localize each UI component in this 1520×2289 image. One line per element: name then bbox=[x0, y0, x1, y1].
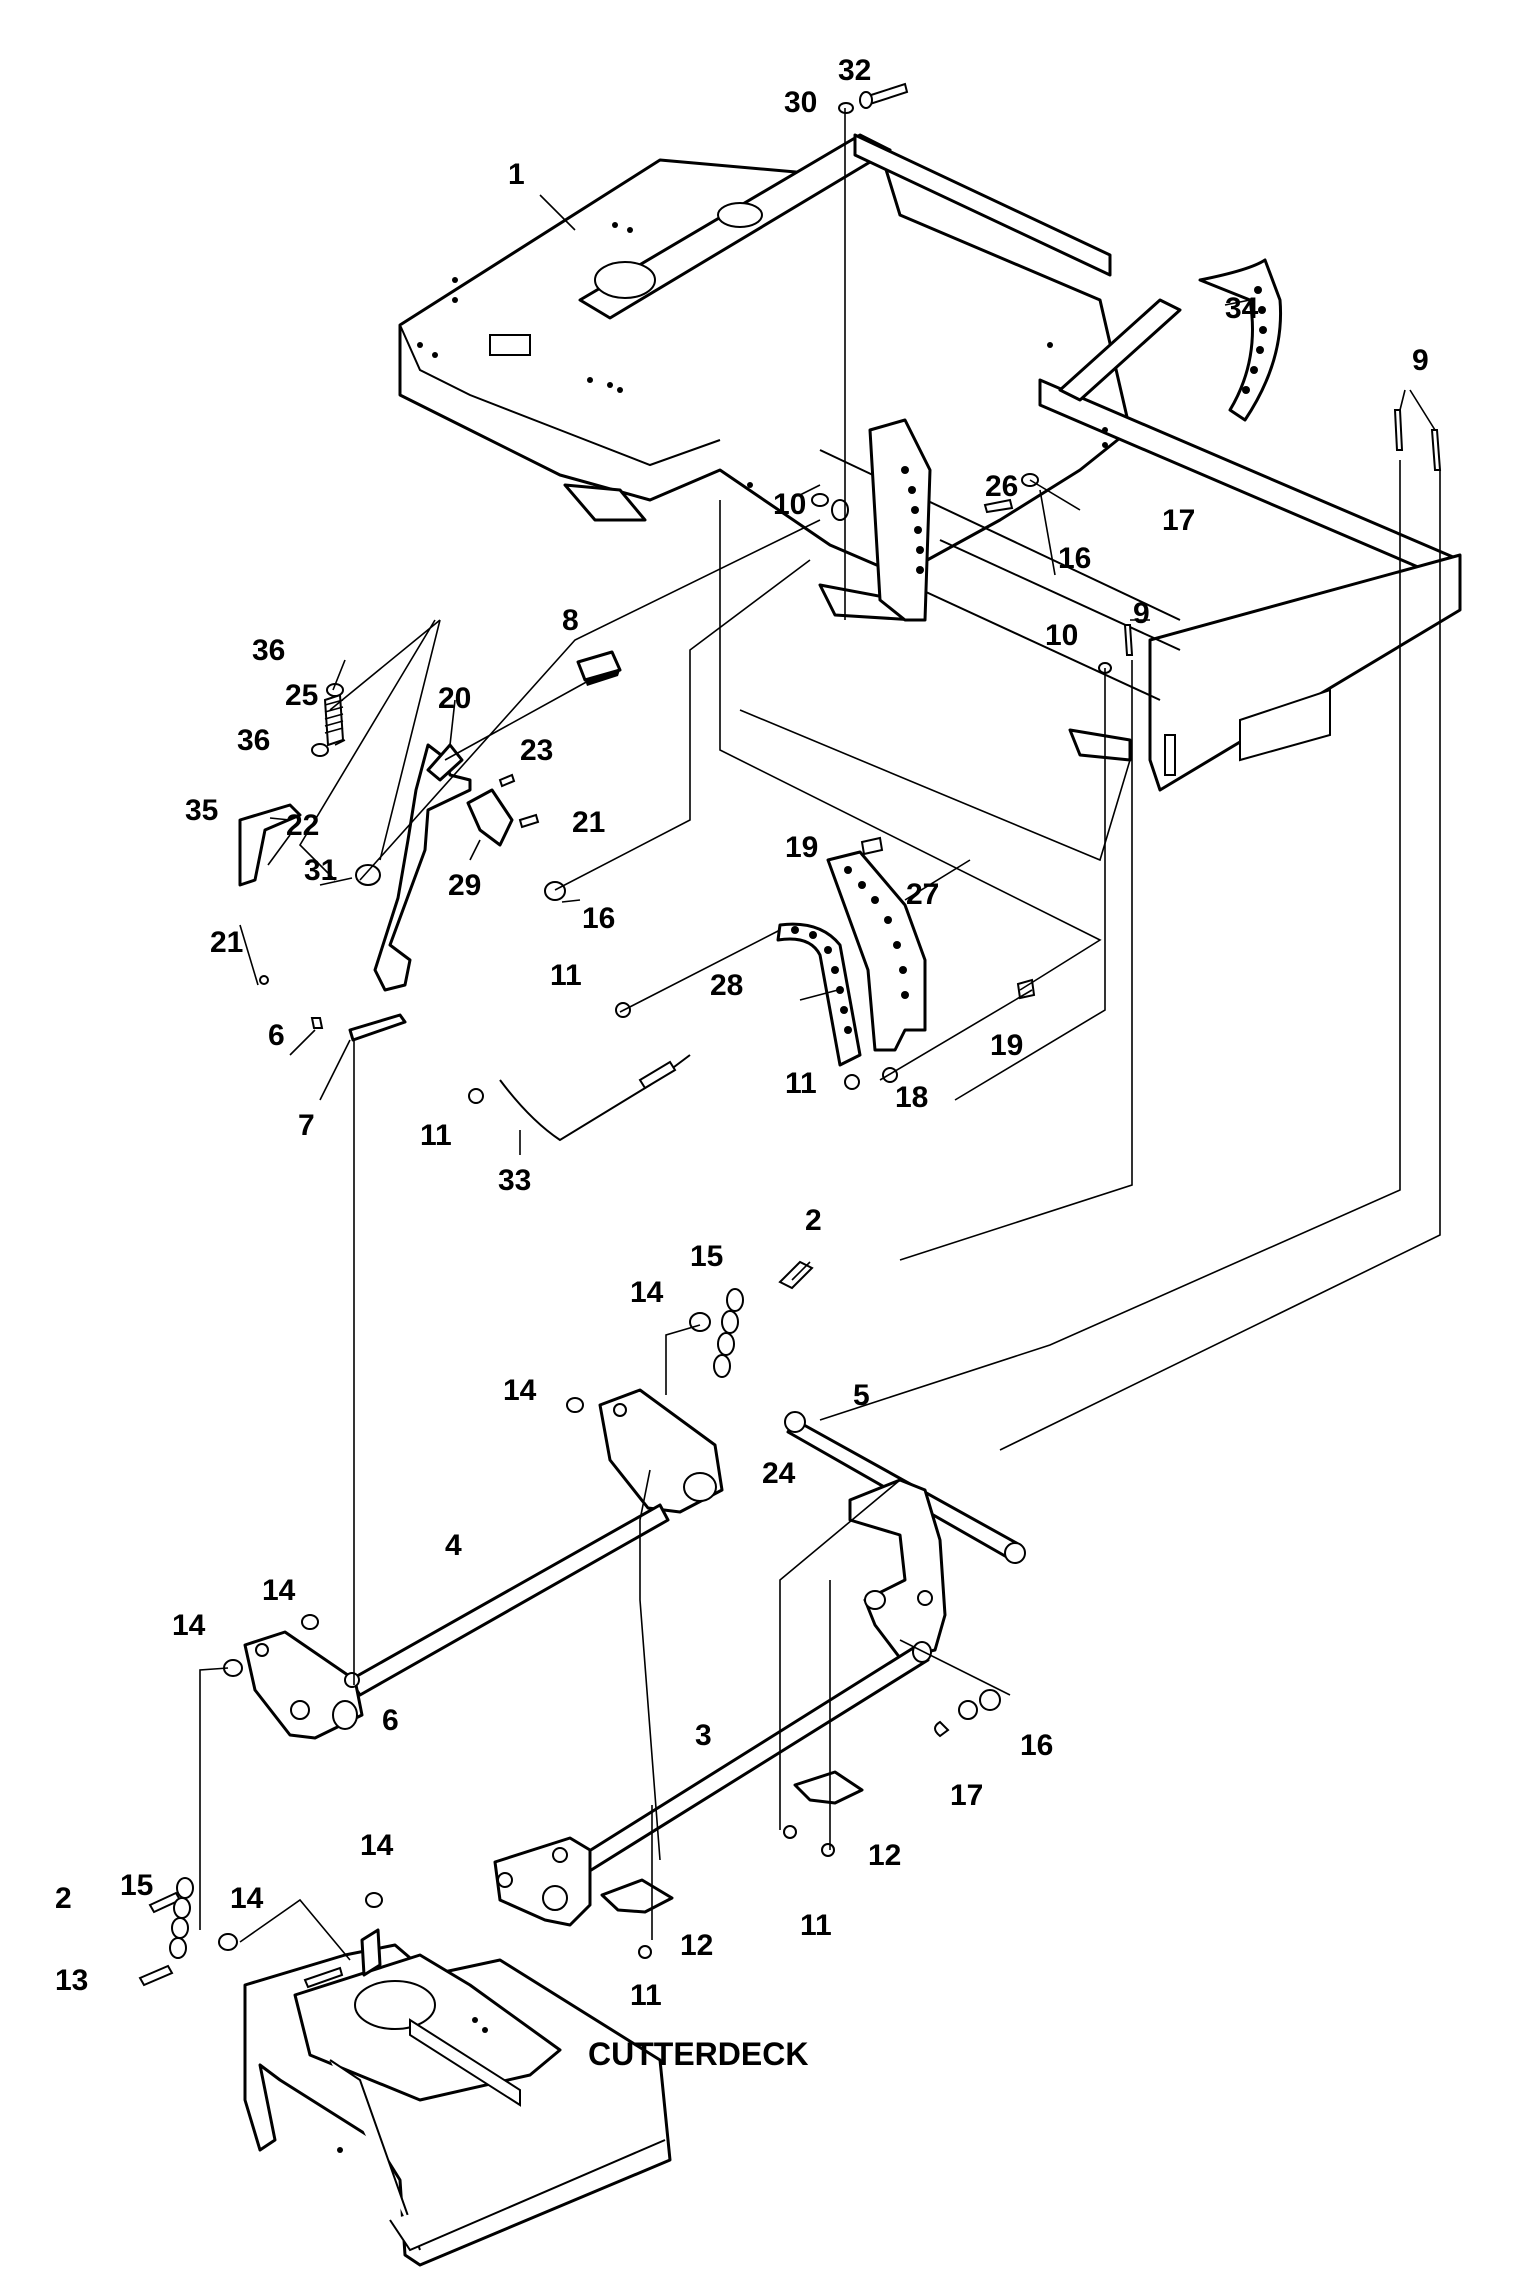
callout-label: 28 bbox=[710, 969, 743, 1002]
callout-label: 8 bbox=[562, 604, 579, 637]
callout-label: 11 bbox=[800, 1909, 832, 1942]
assembly-lines bbox=[199, 108, 1441, 1961]
pedal-assembly bbox=[238, 650, 622, 1042]
callout-label: 24 bbox=[762, 1457, 796, 1490]
callout-label: 12 bbox=[680, 1929, 713, 1962]
callout-label: 35 bbox=[185, 794, 218, 827]
callout-label: 10 bbox=[773, 488, 806, 521]
callout-label: 5 bbox=[853, 1379, 870, 1412]
callout-label: 16 bbox=[582, 902, 615, 935]
callout-label: 23 bbox=[520, 734, 553, 767]
callout-label: 34 bbox=[1225, 292, 1259, 325]
callout-label: 11 bbox=[785, 1067, 817, 1100]
callout-label: 4 bbox=[445, 1529, 462, 1562]
callout-label: 1 bbox=[508, 158, 525, 191]
callout-label: 11 bbox=[550, 959, 582, 992]
cutterdeck bbox=[218, 1892, 672, 2267]
callout-label: 22 bbox=[286, 809, 319, 842]
callout-label: 19 bbox=[785, 831, 818, 864]
callout-label: 16 bbox=[1020, 1729, 1053, 1762]
callout-label: 12 bbox=[868, 1839, 901, 1872]
chain-hanger-lower bbox=[138, 1877, 194, 1987]
callout-label: 36 bbox=[252, 634, 285, 667]
callout-label: 27 bbox=[906, 878, 939, 911]
callout-label: 6 bbox=[382, 1704, 399, 1737]
callout-label: 14 bbox=[360, 1829, 394, 1862]
callout-label: 21 bbox=[572, 806, 605, 839]
callout-label: 17 bbox=[950, 1779, 983, 1812]
callout-label: 30 bbox=[784, 86, 817, 119]
callout-label: 14 bbox=[262, 1574, 296, 1607]
callout-label: 14 bbox=[630, 1276, 664, 1309]
callout-label: 9 bbox=[1133, 597, 1150, 630]
callout-label: 14 bbox=[172, 1609, 206, 1642]
callout-label: 18 bbox=[895, 1081, 928, 1114]
callout-label: 16 bbox=[1058, 542, 1091, 575]
callout-label: 14 bbox=[503, 1374, 537, 1407]
callout-label: 11 bbox=[630, 1979, 662, 2012]
callout-label: 15 bbox=[690, 1240, 723, 1273]
callout-label: 10 bbox=[1045, 619, 1078, 652]
callout-label: 31 bbox=[304, 854, 337, 887]
height-adjust-bracket bbox=[468, 836, 1036, 1142]
callout-label: 3 bbox=[695, 1719, 712, 1752]
callout-label: 7 bbox=[298, 1109, 315, 1142]
main-frame bbox=[398, 133, 1462, 792]
callout-label: 26 bbox=[985, 470, 1018, 503]
callout-label: 17 bbox=[1162, 504, 1195, 537]
callout-label: 25 bbox=[285, 679, 318, 712]
height-adjust-plate bbox=[1198, 258, 1283, 422]
callout-label: 36 bbox=[237, 724, 270, 757]
callout-label: 21 bbox=[210, 926, 243, 959]
callout-label: 19 bbox=[990, 1029, 1023, 1062]
callout-labels: 1 32 30 34 9 10 26 17 16 10 9 8 36 25 36… bbox=[55, 54, 1429, 2072]
callout-label: 13 bbox=[55, 1964, 88, 1997]
callout-label: 6 bbox=[268, 1019, 285, 1052]
callout-label: 15 bbox=[120, 1869, 153, 1902]
lift-shafts bbox=[223, 1388, 1026, 1959]
callout-label: 20 bbox=[438, 682, 471, 715]
callout-label: 14 bbox=[230, 1882, 264, 1915]
callout-label: 9 bbox=[1412, 344, 1429, 377]
callout-label: 29 bbox=[448, 869, 481, 902]
callout-label: 2 bbox=[55, 1882, 72, 1915]
cutterdeck-label: CUTTERDECK bbox=[588, 2036, 808, 2072]
lift-plate-bracket bbox=[868, 418, 932, 622]
callout-label: 2 bbox=[805, 1204, 822, 1237]
callout-leaders bbox=[239, 194, 1436, 1281]
callout-label: 11 bbox=[420, 1119, 452, 1152]
callout-label: 32 bbox=[838, 54, 871, 87]
callout-label: 33 bbox=[498, 1164, 531, 1197]
